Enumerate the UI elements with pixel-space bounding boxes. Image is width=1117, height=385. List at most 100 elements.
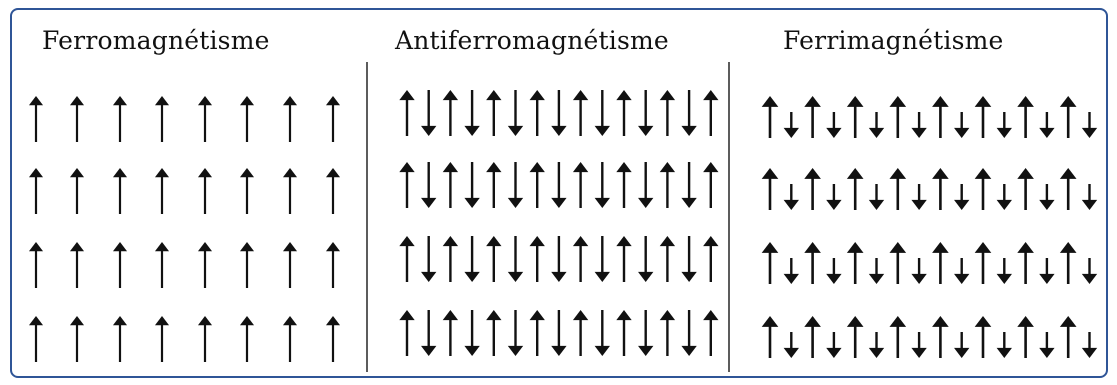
ferro-spin-up-arrow [112, 96, 128, 142]
ferri-spin-up-arrow [846, 96, 864, 138]
antiferro-spin-up-arrow [442, 310, 459, 356]
antiferro-spin-up-arrow [442, 90, 459, 136]
ferro-spin-up-arrow [28, 316, 44, 362]
antiferro-spin-up-arrow [572, 236, 589, 282]
antiferro-spin-down-arrow [551, 310, 567, 356]
ferri-spin-up-arrow [974, 316, 992, 358]
antiferro-spin-down-arrow [421, 236, 437, 282]
ferro-spin-up-arrow [325, 168, 341, 214]
ferri-spin-up-arrow [761, 316, 779, 358]
ferri-spin-down-arrow [954, 258, 970, 284]
antiferro-spin-down-arrow [464, 162, 480, 208]
antiferro-spin-up-arrow [572, 162, 589, 208]
antiferro-spin-down-arrow [681, 162, 697, 208]
antiferro-spin-up-arrow [442, 162, 459, 208]
antiferro-spin-down-arrow [681, 236, 697, 282]
antiferro-spin-up-arrow [703, 162, 719, 208]
ferri-spin-down-arrow [1039, 332, 1055, 358]
antiferro-spin-down-arrow [421, 162, 437, 208]
ferri-spin-down-arrow [911, 184, 927, 210]
ferri-spin-down-arrow [996, 332, 1012, 358]
ferri-spin-up-arrow [1017, 96, 1034, 138]
ferri-spin-up-arrow [1059, 168, 1077, 210]
ferro-spin-up-arrow [325, 316, 341, 362]
antiferro-spin-down-arrow [551, 162, 567, 208]
antiferro-spin-down-arrow [594, 236, 610, 282]
ferro-spin-up-arrow [239, 316, 255, 362]
antiferro-spin-up-arrow [616, 236, 632, 282]
antiferro-spin-down-arrow [507, 162, 524, 208]
antiferro-spin-down-arrow [638, 162, 654, 208]
antiferro-spin-down-arrow [421, 90, 437, 136]
antiferro-spin-up-arrow [529, 162, 545, 208]
antiferro-spin-up-arrow [529, 236, 545, 282]
antiferro-spin-down-arrow [464, 236, 480, 282]
antiferro-spin-down-arrow [421, 310, 437, 356]
ferri-spin-up-arrow [889, 316, 907, 358]
ferri-spin-down-arrow [911, 112, 927, 138]
ferro-spin-up-arrow [112, 242, 128, 288]
ferri-spin-up-arrow [1017, 242, 1034, 284]
ferro-spin-up-arrow [69, 168, 85, 214]
antiferro-spin-up-arrow [486, 310, 502, 356]
antiferro-spin-up-arrow [659, 236, 676, 282]
ferri-spin-up-arrow [804, 96, 821, 138]
antiferro-spin-up-arrow [572, 310, 589, 356]
ferri-spin-down-arrow [783, 184, 799, 210]
ferri-spin-up-arrow [761, 96, 779, 138]
antiferro-spin-down-arrow [551, 90, 567, 136]
antiferro-spin-up-arrow [616, 310, 632, 356]
ferri-spin-up-arrow [1059, 316, 1077, 358]
antiferro-spin-down-arrow [681, 310, 697, 356]
ferri-spin-down-arrow [1039, 258, 1055, 284]
antiferro-spin-down-arrow [638, 236, 654, 282]
antiferro-spin-down-arrow [594, 162, 610, 208]
antiferro-spin-down-arrow [594, 310, 610, 356]
ferro-spin-up-arrow [154, 168, 170, 214]
antiferro-spin-up-arrow [659, 162, 676, 208]
ferri-spin-up-arrow [846, 242, 864, 284]
ferri-spin-down-arrow [1039, 184, 1055, 210]
ferro-spin-up-arrow [197, 242, 213, 288]
ferro-spin-up-arrow [282, 96, 298, 142]
ferro-spin-up-arrow [154, 316, 170, 362]
ferri-spin-up-arrow [1059, 242, 1077, 284]
antiferro-spin-down-arrow [464, 310, 480, 356]
ferri-spin-up-arrow [974, 96, 992, 138]
ferri-spin-up-arrow [932, 316, 949, 358]
ferri-spin-up-arrow [846, 168, 864, 210]
antiferro-spin-up-arrow [703, 310, 719, 356]
antiferro-spin-down-arrow [507, 90, 524, 136]
antiferro-spin-up-arrow [659, 90, 676, 136]
antiferro-spin-down-arrow [507, 236, 524, 282]
antiferro-spin-down-arrow [464, 90, 480, 136]
ferro-spin-up-arrow [325, 96, 341, 142]
antiferro-spin-up-arrow [529, 310, 545, 356]
ferri-spin-down-arrow [996, 258, 1012, 284]
ferro-spin-up-arrow [239, 168, 255, 214]
ferro-spin-up-arrow [282, 242, 298, 288]
ferri-spin-down-arrow [911, 332, 927, 358]
ferro-spin-up-arrow [239, 96, 255, 142]
ferri-spin-down-arrow [996, 112, 1012, 138]
ferri-spin-down-arrow [783, 112, 799, 138]
ferri-spin-up-arrow [1059, 96, 1077, 138]
antiferro-spin-up-arrow [659, 310, 676, 356]
ferri-spin-down-arrow [783, 332, 799, 358]
ferro-spin-up-arrow [197, 316, 213, 362]
antiferro-spin-up-arrow [399, 162, 415, 208]
ferri-spin-up-arrow [889, 242, 907, 284]
ferri-spin-up-arrow [804, 316, 821, 358]
ferri-spin-up-arrow [761, 168, 779, 210]
ferri-spin-down-arrow [868, 184, 885, 210]
antiferro-spin-up-arrow [529, 90, 545, 136]
ferri-spin-down-arrow [826, 184, 842, 210]
ferri-spin-up-arrow [1017, 168, 1034, 210]
ferri-spin-up-arrow [804, 242, 821, 284]
ferro-spin-up-arrow [197, 168, 213, 214]
ferro-spin-up-arrow [28, 168, 44, 214]
ferro-spin-up-arrow [69, 96, 85, 142]
antiferro-spin-up-arrow [703, 236, 719, 282]
ferri-spin-down-arrow [1039, 112, 1055, 138]
